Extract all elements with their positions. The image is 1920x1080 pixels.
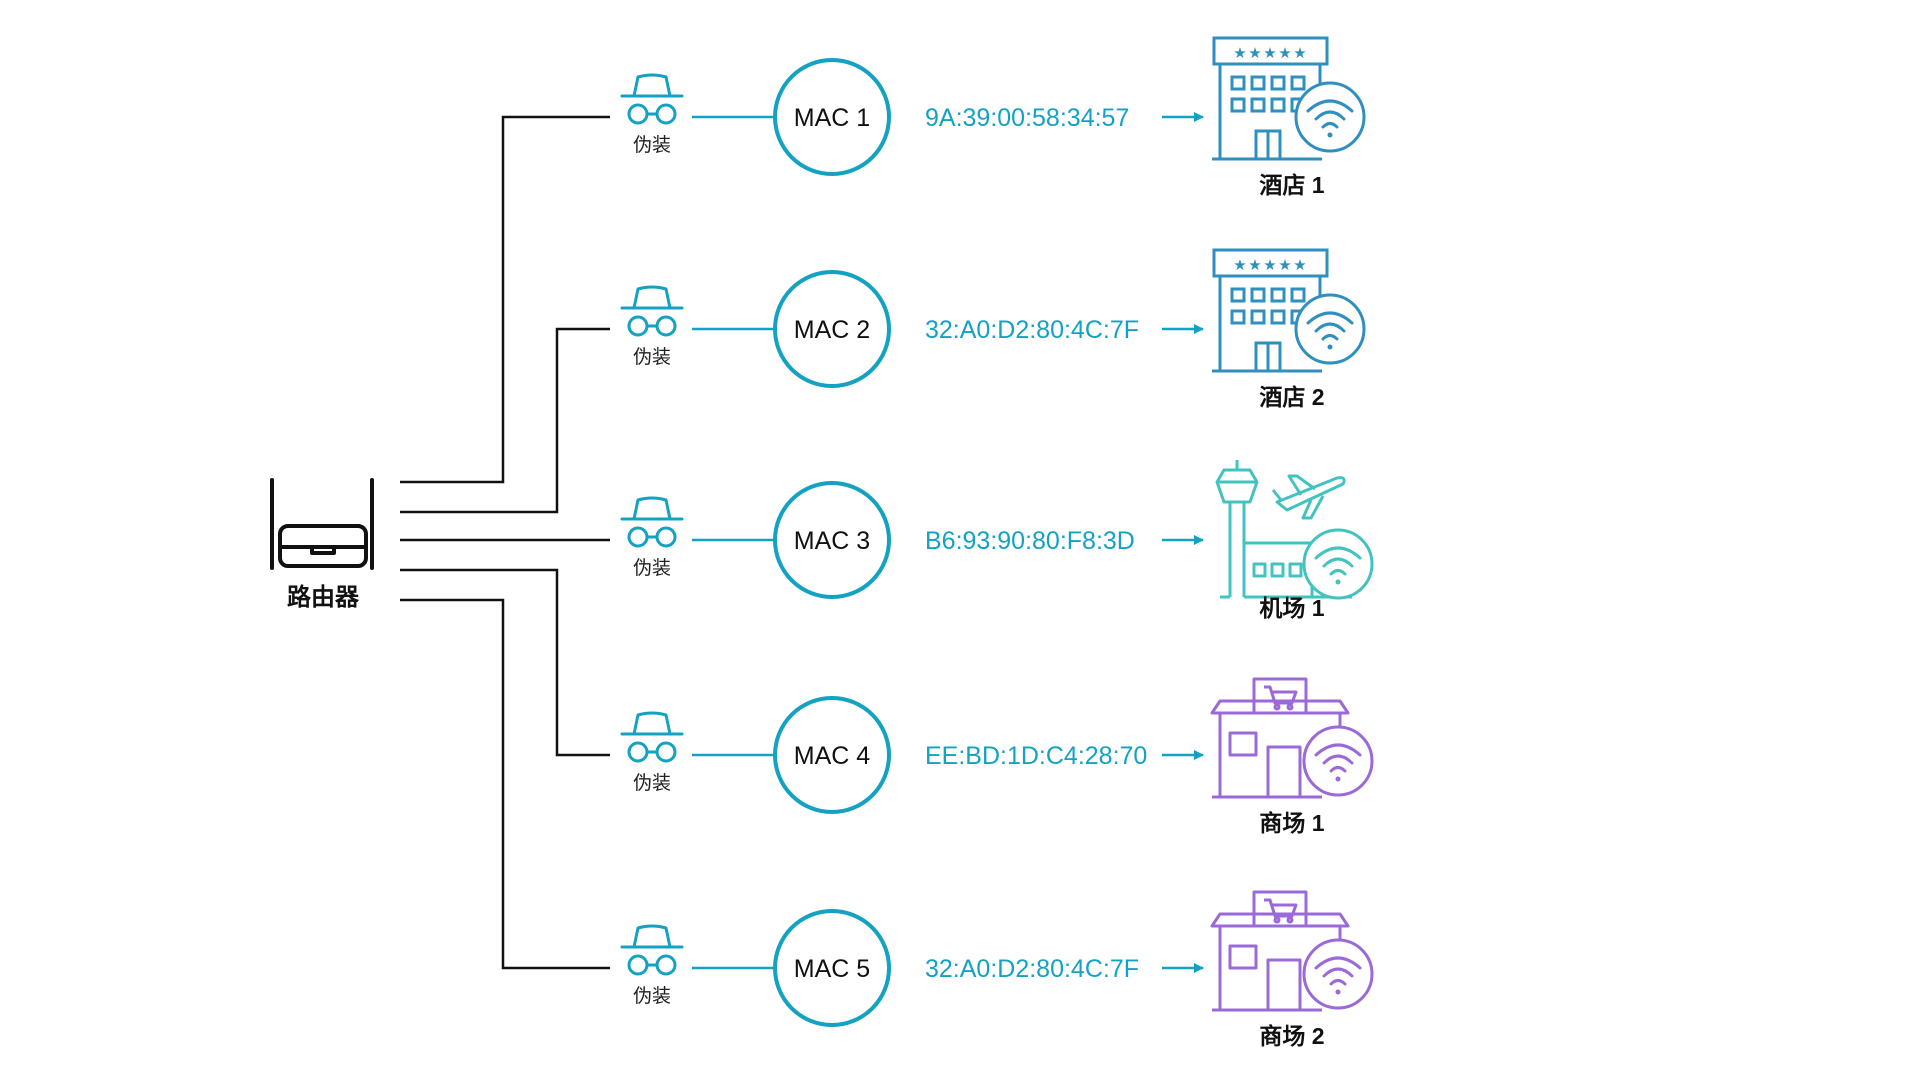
branch-row: 伪装 MAC 3 B6:93:90:80:F8:3D 机场 1	[620, 460, 1374, 621]
mac-label: MAC 1	[794, 104, 870, 132]
mall-wifi-icon	[1210, 677, 1374, 799]
svg-text:★: ★	[1233, 256, 1246, 274]
svg-text:★: ★	[1293, 44, 1306, 62]
svg-text:★: ★	[1248, 256, 1261, 274]
wifi-icon	[1294, 81, 1366, 153]
hotel-wifi-icon: ★★★★★	[1212, 248, 1366, 373]
mac-circle	[773, 909, 891, 1027]
wifi-icon	[1294, 293, 1366, 365]
disguise-label: 伪装	[633, 346, 671, 368]
mac-address: 32:A0:D2:80:4C:7F	[925, 316, 1139, 344]
svg-text:★: ★	[1263, 44, 1276, 62]
mac-address: 32:A0:D2:80:4C:7F	[925, 955, 1139, 983]
mac-address: EE:BD:1D:C4:28:70	[925, 742, 1147, 770]
mac-circle	[773, 696, 891, 814]
destination-label: 机场 1	[1259, 595, 1324, 621]
mac-circle	[773, 481, 891, 599]
wifi-icon	[1302, 725, 1374, 797]
svg-text:★: ★	[1293, 256, 1306, 274]
hotel-icon: ★★★★★	[1212, 36, 1329, 161]
wifi-icon	[1302, 528, 1374, 600]
branch-row: 伪装 MAC 4 EE:BD:1D:C4:28:70 商场 1	[620, 677, 1374, 836]
router: 路由器	[270, 478, 374, 611]
mac-label: MAC 2	[794, 316, 870, 344]
airport-wifi-icon	[1215, 460, 1374, 600]
disguise-icon	[620, 496, 684, 548]
mall-icon	[1210, 890, 1350, 1012]
mac-label: MAC 5	[794, 955, 870, 983]
mac-circle	[773, 270, 891, 388]
disguise-label: 伪装	[633, 557, 671, 579]
disguise-icon	[620, 711, 684, 763]
destination-label: 酒店 2	[1259, 384, 1324, 410]
connector-2	[400, 327, 610, 514]
disguise-label: 伪装	[633, 772, 671, 794]
mall-wifi-icon	[1210, 890, 1374, 1012]
mac-address: B6:93:90:80:F8:3D	[925, 527, 1135, 555]
svg-text:★: ★	[1233, 44, 1246, 62]
branch-row: 伪装 MAC 5 32:A0:D2:80:4C:7F 商场 2	[620, 890, 1374, 1049]
hotel-wifi-icon: ★★★★★	[1212, 36, 1366, 161]
disguise-icon	[620, 285, 684, 337]
disguise-icon	[620, 73, 684, 125]
connector-5	[400, 598, 610, 970]
disguise-icon	[620, 924, 684, 976]
airport-icon	[1215, 460, 1352, 599]
mac-label: MAC 4	[794, 742, 871, 770]
destination-label: 商场 1	[1259, 810, 1324, 836]
wifi-icon	[1302, 938, 1374, 1010]
svg-text:★: ★	[1278, 256, 1291, 274]
router-icon	[270, 478, 374, 570]
router-label: 路由器	[287, 583, 360, 611]
disguise-label: 伪装	[633, 985, 671, 1007]
destination-label: 酒店 1	[1259, 172, 1324, 198]
svg-text:★: ★	[1248, 44, 1261, 62]
router-connectors	[400, 115, 610, 970]
disguise-label: 伪装	[633, 134, 671, 156]
connector-1	[400, 115, 610, 484]
svg-text:★: ★	[1278, 44, 1291, 62]
mac-circle	[773, 58, 891, 176]
mac-address: 9A:39:00:58:34:57	[925, 104, 1129, 132]
mac-label: MAC 3	[794, 527, 870, 555]
svg-text:★: ★	[1263, 256, 1276, 274]
connector-4	[400, 568, 610, 757]
destination-label: 商场 2	[1259, 1023, 1324, 1049]
